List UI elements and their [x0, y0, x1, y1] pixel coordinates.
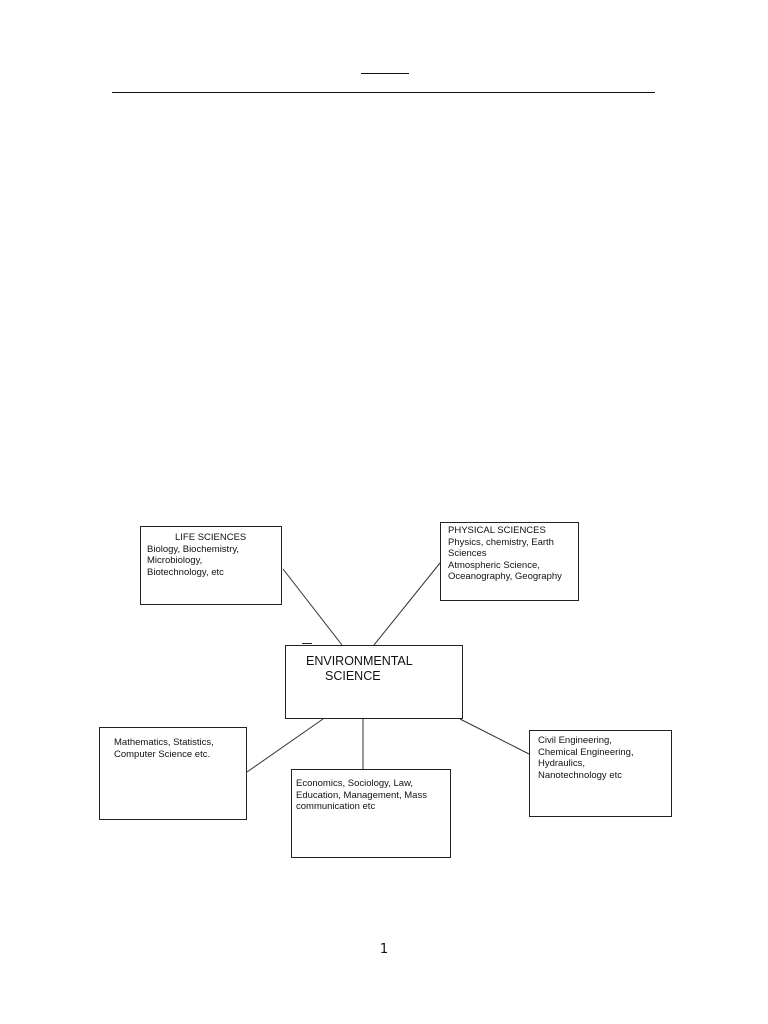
center-title-line: SCIENCE — [325, 668, 381, 683]
center-title-line: ENVIRONMENTAL — [306, 654, 413, 668]
physical-sciences-line: Atmospheric Science, — [448, 559, 540, 571]
life-sciences-line: Biotechnology, etc — [147, 566, 224, 578]
connector-physical-sciences — [373, 562, 441, 646]
engineering-line: Hydraulics, — [538, 758, 585, 769]
social-sciences-line: Economics, Sociology, Law, — [296, 778, 414, 789]
life-sciences-title: LIFE SCIENCES — [175, 532, 247, 543]
physical-sciences-line: Physics, chemistry, Earth — [448, 536, 554, 548]
physical-sciences-line: Oceanography, Geography — [448, 571, 562, 582]
engineering-box: Civil Engineering, Chemical Engineering,… — [529, 730, 672, 817]
social-sciences-line: communication etc — [296, 801, 376, 812]
life-sciences-line: Microbiology, — [147, 555, 203, 566]
life-sciences-box: LIFE SCIENCES Biology, Biochemistry, Mic… — [140, 526, 282, 605]
header-rule — [112, 92, 655, 93]
engineering-line: Chemical Engineering, — [538, 746, 634, 758]
physical-sciences-box: PHYSICAL SCIENCES Physics, chemistry, Ea… — [440, 522, 579, 601]
page-number: 1 — [379, 942, 389, 957]
connector-math — [246, 718, 324, 773]
environmental-science-box: ENVIRONMENTAL SCIENCE — [285, 645, 463, 719]
mathematics-box: Mathematics, Statistics, Computer Scienc… — [99, 727, 247, 820]
social-sciences-box: Economics, Sociology, Law, Education, Ma… — [291, 769, 451, 858]
engineering-line: Nanotechnology etc — [538, 769, 622, 781]
header-short-rule — [361, 73, 409, 74]
physical-sciences-title: PHYSICAL SCIENCES — [448, 525, 546, 536]
mathematics-line: Mathematics, Statistics, — [114, 737, 214, 748]
life-sciences-line: Biology, Biochemistry, — [147, 543, 240, 555]
engineering-line: Civil Engineering, — [538, 735, 612, 746]
social-sciences-line: Education, Management, Mass — [296, 789, 427, 801]
center-box-tick — [302, 643, 312, 644]
physical-sciences-line: Sciences — [448, 548, 487, 559]
mathematics-line: Computer Science etc. — [114, 748, 211, 760]
connector-life-sciences — [282, 568, 343, 646]
connector-engineering — [459, 718, 530, 755]
